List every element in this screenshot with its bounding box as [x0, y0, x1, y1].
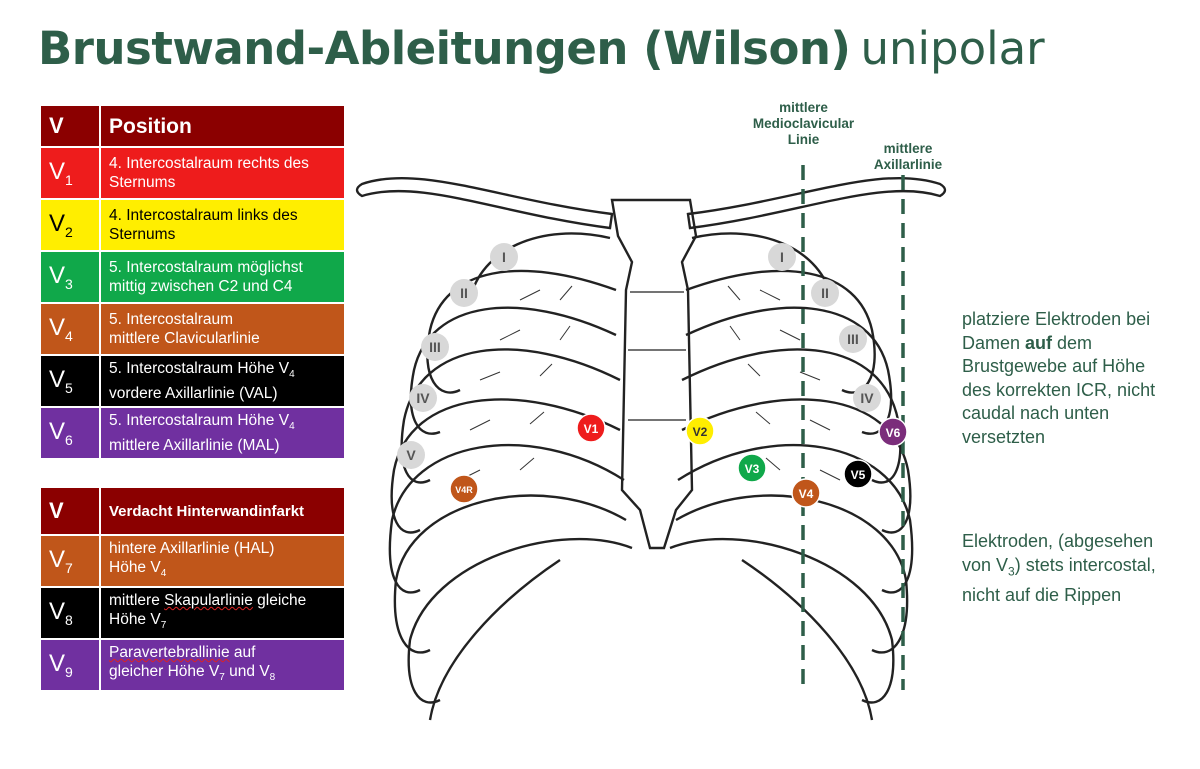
rib-number-left-4: IV	[409, 384, 437, 412]
lead-name: V3	[49, 262, 73, 292]
rib-number-left-3: III	[421, 333, 449, 361]
title-thin: unipolar	[860, 22, 1045, 75]
rib-number-right-3: III	[839, 325, 867, 353]
electrode-v3: V3	[737, 453, 767, 483]
rib-number-left-5: V	[397, 441, 425, 469]
svg-text:V3: V3	[745, 462, 760, 476]
electrode-v1: V1	[576, 413, 606, 443]
svg-text:I: I	[502, 249, 506, 265]
lead-name: V4	[49, 314, 73, 344]
svg-text:V2: V2	[693, 425, 708, 439]
svg-text:II: II	[460, 285, 468, 301]
lead-name: V9	[49, 650, 73, 680]
rib-number-right-4: IV	[853, 384, 881, 412]
rib-number-right-2: II	[811, 279, 839, 307]
lead-name: V8	[49, 598, 73, 628]
rib-number-right-1: I	[768, 243, 796, 271]
svg-text:V: V	[406, 447, 416, 463]
electrode-v6: V6	[878, 417, 908, 447]
posterior-lead-table: V Verdacht Hinterwandinfarkt V7 hintere …	[39, 486, 346, 692]
electrode-v4r: V4R	[449, 474, 479, 504]
note-female-placement: platziere Elektroden bei Damen auf dem B…	[962, 309, 1156, 447]
lead-name: V5	[49, 366, 73, 396]
header-position: Position	[101, 106, 344, 146]
rib-number-left-2: II	[450, 279, 478, 307]
lead-name: V2	[49, 210, 73, 240]
electrode-v2: V2	[685, 416, 715, 446]
svg-text:III: III	[429, 339, 441, 355]
svg-text:V4: V4	[799, 487, 814, 501]
header-position: Verdacht Hinterwandinfarkt	[101, 488, 344, 534]
electrode-v4: V4	[791, 478, 821, 508]
table-header-row: V Verdacht Hinterwandinfarkt	[41, 488, 344, 534]
svg-text:IV: IV	[860, 390, 874, 406]
svg-text:IV: IV	[416, 390, 430, 406]
header-v: V	[41, 488, 99, 534]
svg-text:V5: V5	[851, 468, 866, 482]
table-header-row: V Position	[41, 106, 344, 146]
lead-name: V6	[49, 418, 73, 448]
lead-position-table: V Position V1 4. Intercostalraum rechts …	[39, 104, 346, 460]
svg-text:V1: V1	[584, 422, 599, 436]
lead-name: V7	[49, 546, 73, 576]
rib-number-left-1: I	[490, 243, 518, 271]
page-title: Brustwand-Ableitungen (Wilson)unipolar	[38, 22, 1045, 82]
title-bold: Brustwand-Ableitungen (Wilson)	[38, 22, 851, 75]
svg-text:V4R: V4R	[455, 485, 473, 495]
svg-text:III: III	[847, 331, 859, 347]
table-row-v7: V7 hintere Axillarlinie (HAL)Höhe V4	[41, 536, 344, 586]
svg-text:V6: V6	[886, 426, 901, 440]
svg-text:II: II	[821, 285, 829, 301]
ribcage-illustration	[355, 176, 947, 721]
lead-position: hintere Axillarlinie (HAL)Höhe V4	[109, 539, 275, 580]
electrode-v5: V5	[843, 459, 873, 489]
lead-name: V1	[49, 158, 73, 188]
svg-text:I: I	[780, 249, 784, 265]
note-intercostal: Elektroden, (abgesehen von V3) stets int…	[962, 531, 1156, 605]
header-v: V	[41, 106, 99, 146]
